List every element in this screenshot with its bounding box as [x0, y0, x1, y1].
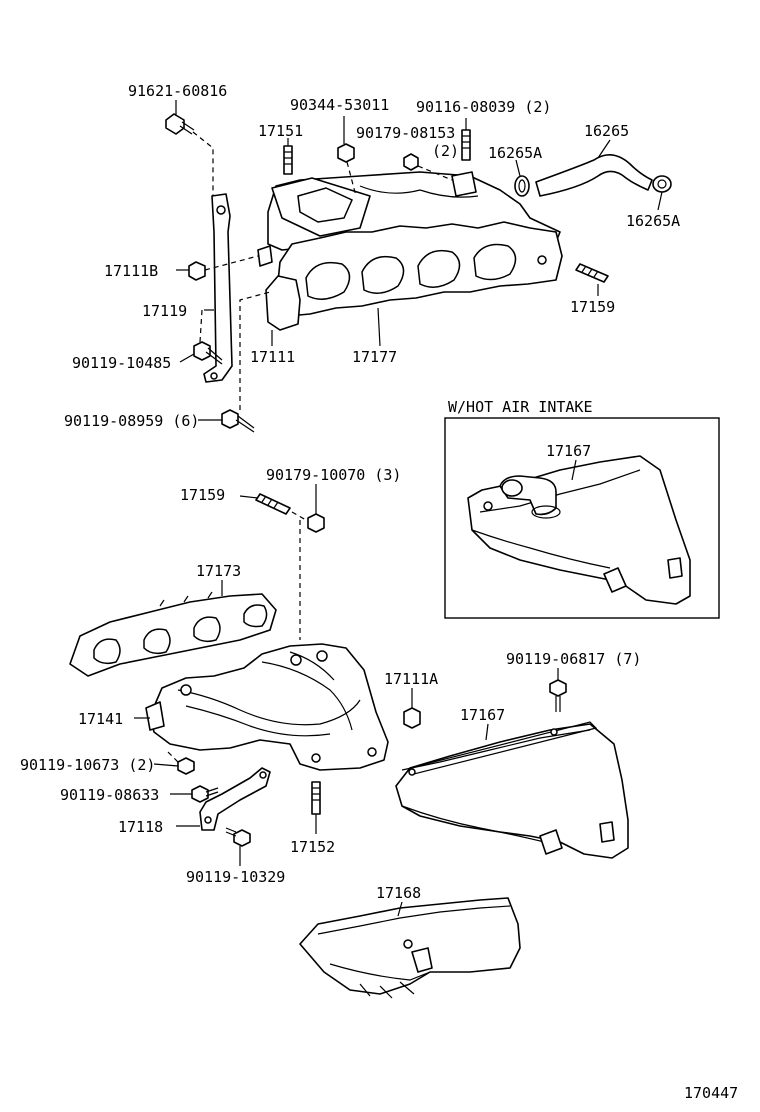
figure-number: 170447 [684, 1084, 738, 1102]
label-17119: 17119 [142, 302, 187, 320]
label-17118: 17118 [118, 818, 163, 836]
label-17168: 17168 [376, 884, 421, 902]
label-90179-08153-qty: (2) [432, 142, 459, 160]
bolt-90119-08959 [221, 409, 255, 433]
bolt-90119-10485 [193, 341, 223, 365]
bolt-90119-06817 [549, 679, 567, 712]
label-90119-10485: 90119-10485 [72, 354, 171, 372]
stud-17159-top [575, 263, 609, 283]
heat-insulator-17167-inset [467, 455, 691, 605]
gasket-17173 [69, 591, 277, 677]
label-17159-mid: 17159 [180, 486, 225, 504]
label-17173: 17173 [196, 562, 241, 580]
label-hot-air-intake: W/HOT AIR INTAKE [448, 398, 593, 416]
label-17151: 17151 [258, 122, 303, 140]
label-17167-inset: 17167 [546, 442, 591, 460]
label-90119-08959: 90119-08959 (6) [64, 412, 199, 430]
label-90344-53011: 90344-53011 [290, 96, 389, 114]
label-90179-10070: 90179-10070 (3) [266, 466, 401, 484]
stud-17159-mid [255, 493, 291, 515]
nut-17111A [403, 707, 421, 729]
label-17152: 17152 [290, 838, 335, 856]
bracket-17118 [199, 767, 271, 831]
label-17159-top: 17159 [570, 298, 615, 316]
label-91621-60816: 91621-60816 [128, 82, 227, 100]
label-16265: 16265 [584, 122, 629, 140]
bolt-90119-08633 [191, 785, 219, 803]
label-17111A: 17111A [384, 670, 438, 688]
gasket-17177 [275, 221, 563, 317]
label-17111B: 17111B [104, 262, 158, 280]
label-90179-08153: 90179-08153 [356, 124, 455, 142]
label-17167: 17167 [460, 706, 505, 724]
hose-16265 [535, 154, 653, 197]
label-90116-08039: 90116-08039 (2) [416, 98, 551, 116]
nut-90344-53011 [337, 143, 355, 163]
label-16265A-top: 16265A [488, 144, 542, 162]
bracket-17119 [203, 193, 233, 383]
label-90119-10329: 90119-10329 [186, 868, 285, 886]
label-17177: 17177 [352, 348, 397, 366]
bolt-90119-10329 [225, 827, 251, 847]
label-16265A-bottom: 16265A [626, 212, 680, 230]
stud-17152 [311, 781, 321, 815]
nut-90179-10070 [307, 513, 325, 533]
heat-insulator-17168 [299, 897, 521, 999]
clamp-16265A-right [652, 175, 672, 193]
stud-90116-08039 [461, 129, 471, 161]
hot-air-intake-inset-box [444, 417, 720, 619]
exhaust-manifold-17141 [145, 643, 389, 771]
label-90119-06817: 90119-06817 (7) [506, 650, 641, 668]
label-17111: 17111 [250, 348, 295, 366]
clamp-16265A-left [514, 175, 530, 197]
bolt-91621-60816 [165, 113, 195, 135]
bolt-90119-10673 [177, 757, 195, 775]
nut-90179-08153 [403, 153, 419, 171]
gasket-17111 [265, 275, 301, 331]
stud-17151 [283, 145, 293, 175]
label-90119-10673: 90119-10673 (2) [20, 756, 155, 774]
heat-insulator-17167 [395, 721, 629, 859]
label-90119-08633: 90119-08633 [60, 786, 159, 804]
nut-17111B [188, 261, 206, 281]
label-17141: 17141 [78, 710, 123, 728]
